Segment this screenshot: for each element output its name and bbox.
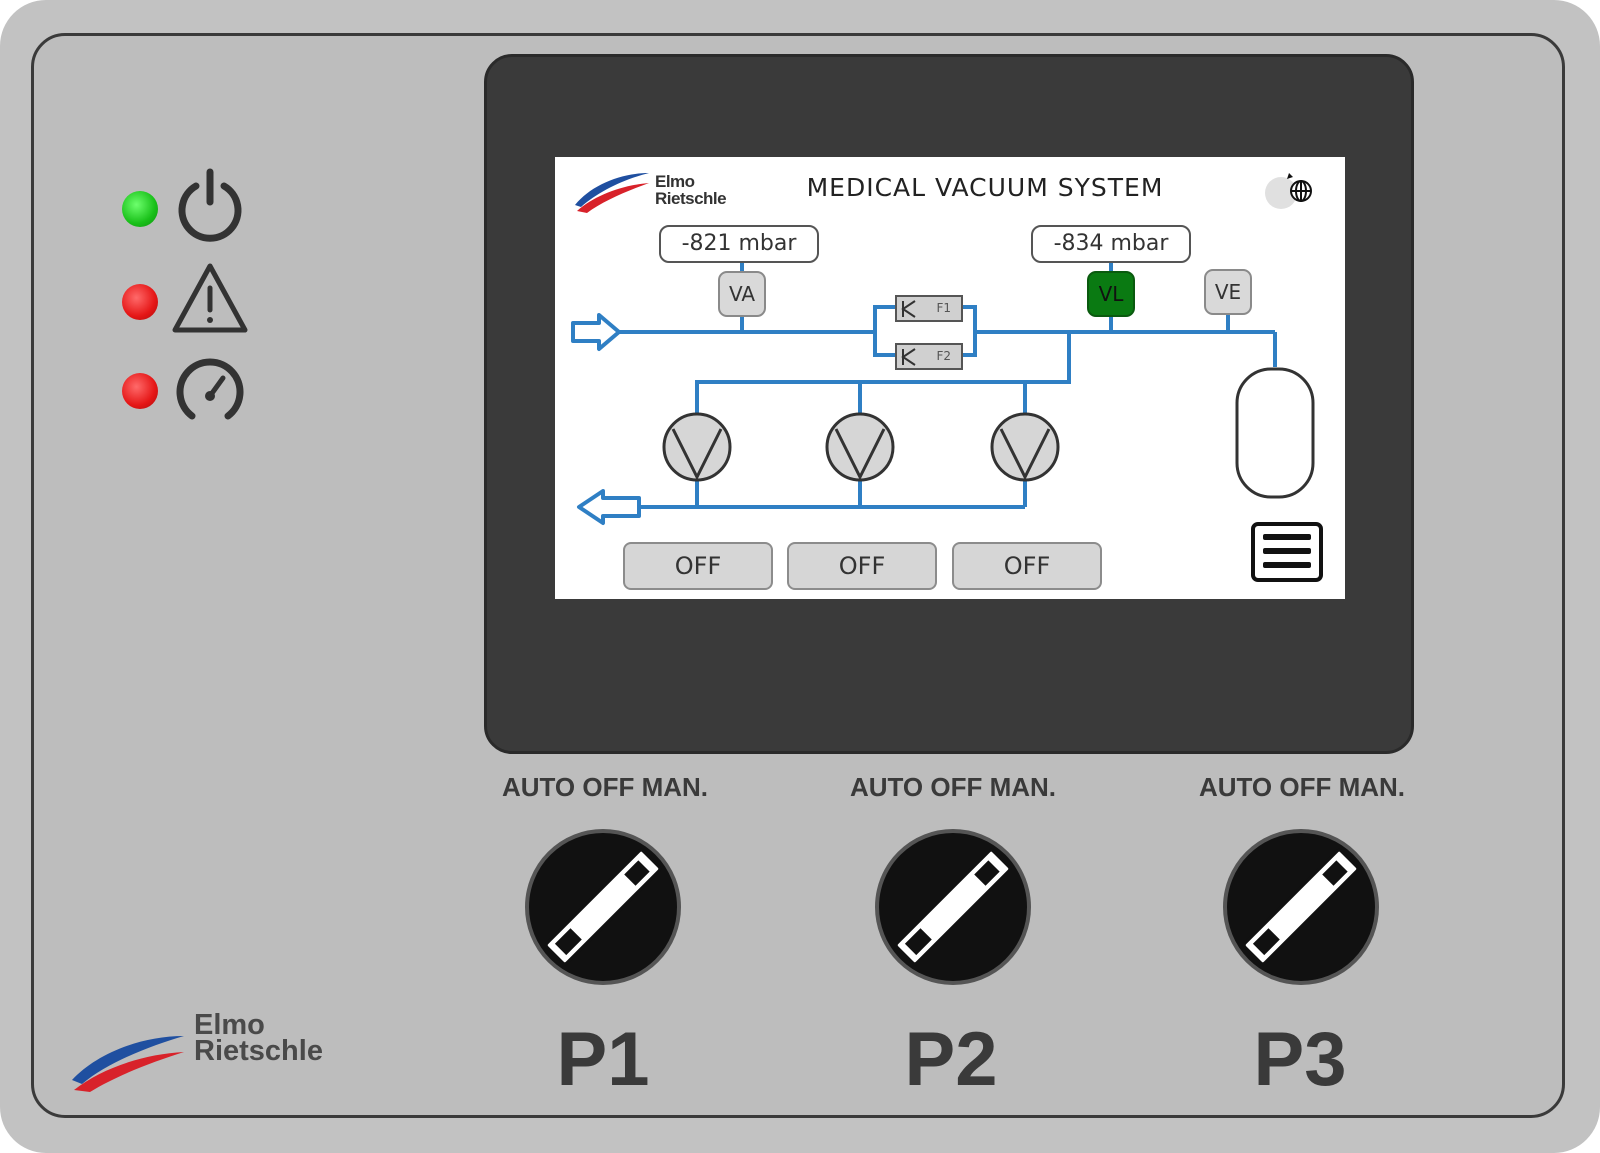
elmo-rietschle-logo-icon [72,1036,184,1092]
selector-3-positions: AUTO OFF MAN. [1198,772,1406,802]
pump-label-p1: P1 [556,1017,650,1102]
filter-check-icon [901,300,916,318]
filter-f1[interactable]: F1 [895,295,963,322]
filter-f2[interactable]: F2 [895,343,963,370]
warning-icon [172,263,248,333]
power-icon [178,168,242,242]
warning-led [122,284,158,320]
vacuum-schematic [571,261,1315,525]
inlet-arrow-icon [571,313,621,351]
filter-check-icon [901,348,916,366]
filter-label: F2 [936,349,951,363]
vessel-icon [1235,367,1315,499]
elmo-rietschle-logo-icon [575,173,649,213]
valve-ve[interactable]: VE [1204,269,1252,315]
brand-line-2: Rietschle [194,1035,323,1067]
pressure-readout-left: -821 mbar [659,225,819,263]
language-toggle-icon[interactable] [1261,169,1317,213]
valve-vl[interactable]: VL [1087,271,1135,317]
pressure-readout-right: -834 mbar [1031,225,1191,263]
pump-label-p2: P2 [904,1017,998,1102]
exhaust-arrow-icon [577,489,641,525]
pump-icon [825,412,895,482]
brand-line-2: Rietschle [655,189,727,208]
pump-1-state-button[interactable]: OFF [623,542,773,590]
power-led [122,191,158,227]
gauge-led [122,373,158,409]
selector-1-positions: AUTO OFF MAN. [501,772,709,802]
pump-3-state-button[interactable]: OFF [952,542,1102,590]
valve-va[interactable]: VA [718,271,766,317]
brand-line-1: Elmo [655,172,695,191]
selector-knob-p1[interactable] [523,827,683,987]
filter-label: F1 [936,301,951,315]
screen-brand-text: Elmo Rietschle [655,172,727,208]
hamburger-menu-icon[interactable] [1251,522,1323,582]
screen-title: MEDICAL VACUUM SYSTEM [806,173,1164,202]
gauge-icon [176,358,244,420]
footer-brand-text: Elmo Rietschle [194,1009,323,1067]
pump-icon [662,412,732,482]
touchscreen[interactable]: Elmo Rietschle MEDICAL VACUUM SYSTEM [555,157,1345,599]
pump-label-p3: P3 [1253,1017,1347,1102]
selector-knob-p2[interactable] [873,827,1033,987]
pump-2-state-button[interactable]: OFF [787,542,937,590]
brand-line-1: Elmo [194,1009,265,1041]
pump-icon [990,412,1060,482]
selector-knob-p3[interactable] [1221,827,1381,987]
selector-2-positions: AUTO OFF MAN. [849,772,1057,802]
